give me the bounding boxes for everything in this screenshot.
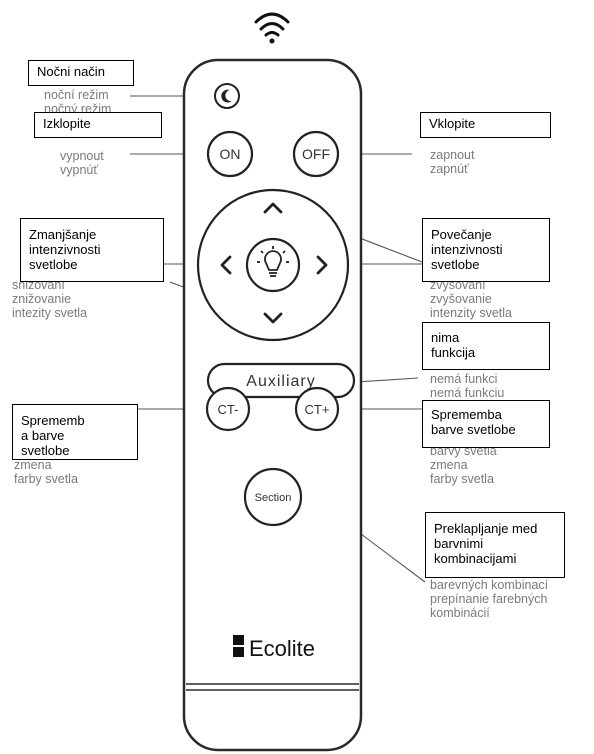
ct-plus-button[interactable]: CT+ <box>294 386 340 432</box>
sl-increase: Povečanje intenzivnosti svetlobe <box>422 218 550 282</box>
sl-color-change-right: Sprememba barve svetlobe <box>422 400 550 448</box>
cz-sk-increase: zvyšování zvyšovanie intenzity svetla <box>430 278 512 320</box>
cz-sk-turn-off: vypnout vypnúť <box>60 149 104 177</box>
bulb-icon <box>257 246 289 277</box>
section-button[interactable]: Section <box>243 467 303 527</box>
brand-name: Ecolite <box>249 636 315 661</box>
brand-logo-icon <box>233 635 244 657</box>
sl-night-mode: Nočni način <box>28 60 134 86</box>
sl-no-function: nima funkcija <box>422 322 550 370</box>
arrow-right-icon[interactable] <box>316 255 328 275</box>
ct-minus-label: CT- <box>218 402 239 417</box>
cz-sk-switching: přepínání barevných kombinací prepínanie… <box>430 564 549 620</box>
sl-turn-on: Vklopite <box>420 112 551 138</box>
arrow-left-icon[interactable] <box>220 255 232 275</box>
on-button-label: ON <box>220 146 241 162</box>
off-button[interactable]: OFF <box>292 130 340 178</box>
off-button-label: OFF <box>302 146 330 162</box>
sl-decrease: Zmanjšanje intenzivnosti svetlobe <box>20 218 164 282</box>
cz-sk-decrease: snižování znižovanie intezity svetla <box>12 278 88 320</box>
arrow-up-icon[interactable] <box>263 202 283 214</box>
cz-sk-turn-on: zapnout zapnúť <box>430 148 475 176</box>
dpad-center-button[interactable] <box>245 237 301 293</box>
on-button[interactable]: ON <box>206 130 254 178</box>
sl-color-change-left: Sprememb a barve svetlobe <box>12 404 138 460</box>
arrow-down-icon[interactable] <box>263 312 283 324</box>
section-button-label: Section <box>255 492 292 504</box>
auxiliary-button-label: Auxiliary <box>246 373 315 390</box>
wifi-icon <box>254 12 290 44</box>
leader-aux <box>355 377 419 383</box>
moon-icon <box>221 89 232 103</box>
cz-sk-no-function: nemá funkci nemá funkciu <box>430 372 505 400</box>
night-mode-button[interactable] <box>214 83 240 109</box>
ct-minus-button[interactable]: CT- <box>205 386 251 432</box>
sl-turn-off: Izklopite <box>34 112 162 138</box>
ct-plus-label: CT+ <box>305 402 330 417</box>
dpad <box>196 188 350 342</box>
sl-switching: Preklapljanje med barvnimi kombinacijami <box>425 512 565 578</box>
